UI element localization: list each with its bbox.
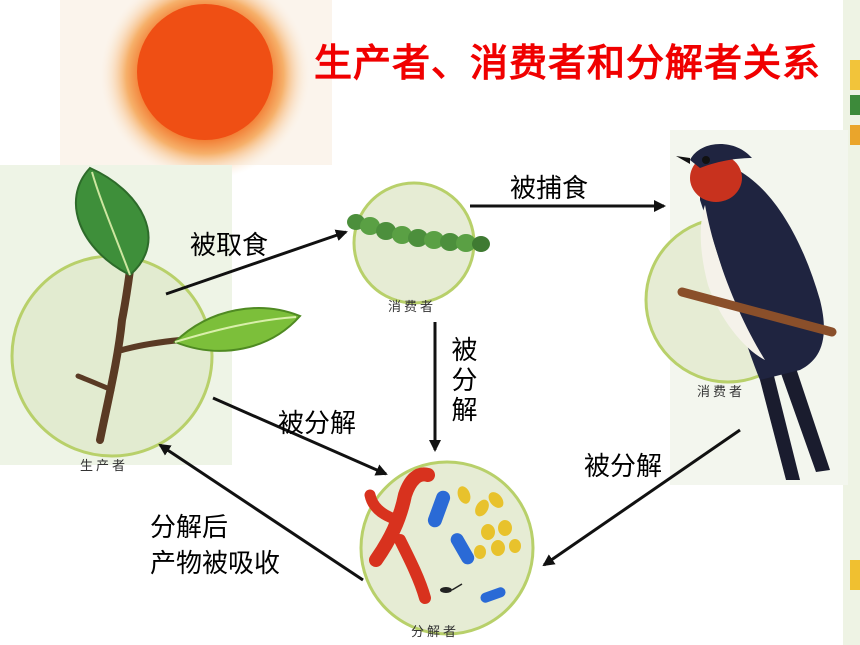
label-eaten: 被取食: [190, 231, 269, 261]
label-absorbed: 分解后 产物被吸收: [150, 510, 280, 582]
label-decomposed-vertical: 被分解: [447, 336, 477, 426]
consumer-caterpillar-node: [347, 181, 490, 305]
consumer-bird-node: [644, 130, 848, 485]
arrow-absorbed: [158, 443, 364, 582]
leaf-large-icon: [74, 166, 150, 277]
microbes-icon: [364, 467, 521, 604]
label-decomposed-right: 被分解: [584, 452, 663, 482]
page-title: 生产者、消费者和分解者关系: [314, 41, 822, 85]
label-decomposed-left: 被分解: [278, 409, 357, 439]
decomposer-caption: 分解者: [411, 625, 460, 640]
producer-caption: 生产者: [80, 459, 129, 474]
leaf-small-icon: [173, 307, 302, 352]
sun-illustration: [60, 0, 332, 180]
caterpillar-icon: [347, 214, 490, 252]
label-absorbed-line1: 分解后: [150, 513, 229, 543]
producer-node: [0, 165, 302, 465]
arrows: [158, 200, 741, 582]
swallow-icon: [676, 143, 837, 480]
label-absorbed-line2: 产物被吸收: [150, 549, 281, 579]
arrow-bird-decomposed: [542, 428, 741, 567]
decomposer-node: [359, 460, 535, 636]
arrow-eaten: [165, 229, 348, 296]
arrow-producer-decomposed: [212, 396, 388, 476]
label-preyed: 被捕食: [510, 174, 589, 204]
bird-caption: 消费者: [697, 385, 746, 400]
caterpillar-caption: 消费者: [388, 300, 437, 315]
